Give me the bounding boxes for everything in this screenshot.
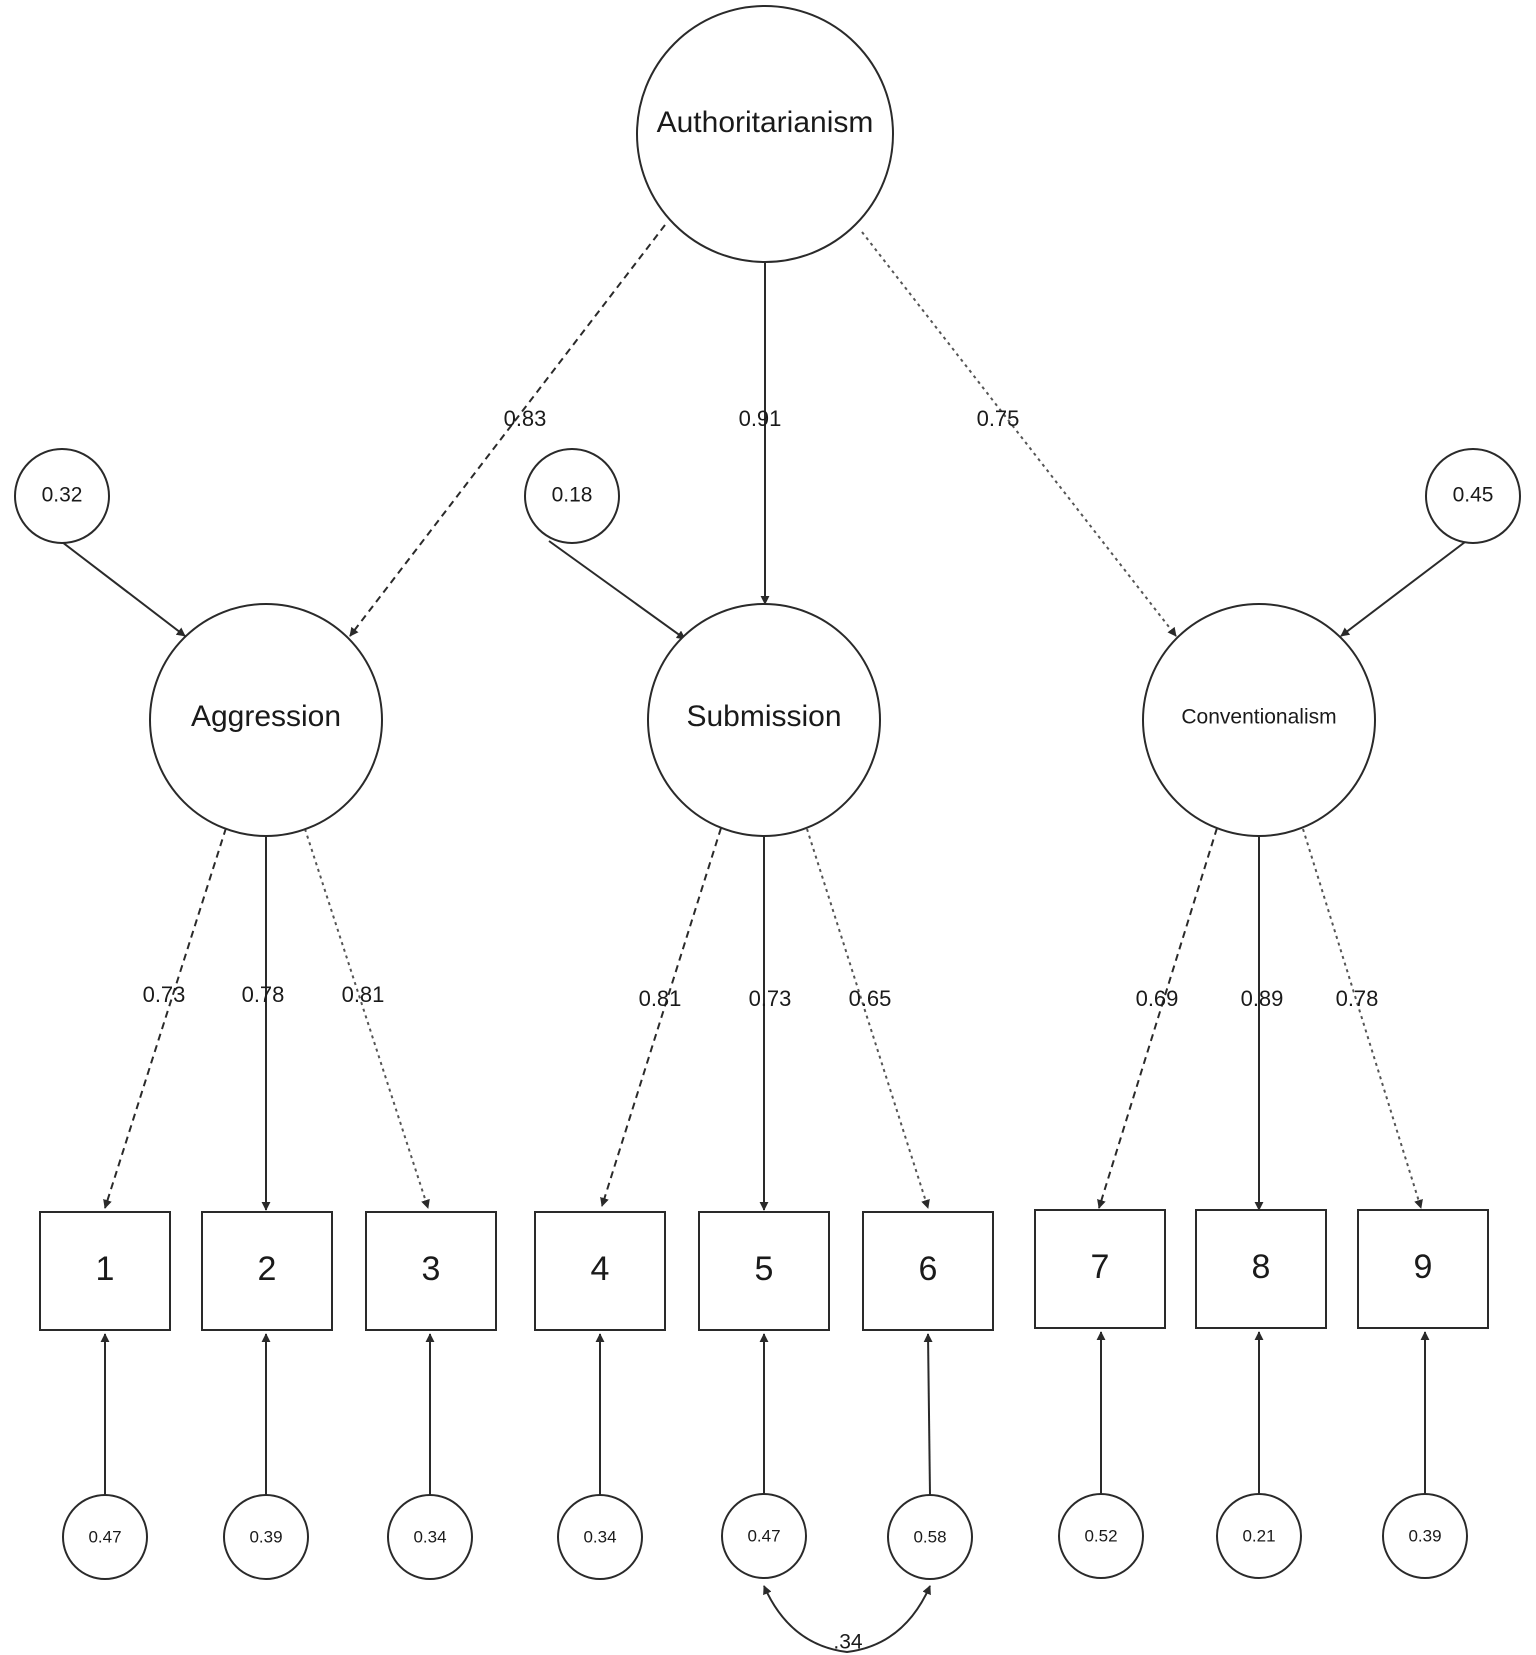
path-residual-aggression xyxy=(61,541,186,637)
item-9-label: 9 xyxy=(1414,1248,1433,1286)
item-5-label: 5 xyxy=(755,1250,774,1288)
path-residual-submission xyxy=(548,540,686,640)
item-6-box xyxy=(862,1211,994,1331)
loading-item-4: 0.81 xyxy=(639,986,682,1011)
error-item-8 xyxy=(1216,1493,1302,1579)
loading-item-7: 0.69 xyxy=(1136,986,1179,1011)
item-3-box xyxy=(365,1211,497,1331)
factor-authoritarianism xyxy=(636,5,894,263)
factor-aggression-label: Aggression xyxy=(191,700,341,733)
error-item-6-label: 0.58 xyxy=(913,1527,946,1546)
loading-authoritarianism-aggression: 0.83 xyxy=(504,406,547,431)
item-4-label: 4 xyxy=(591,1250,610,1288)
path-conventionalism-item-7 xyxy=(1097,827,1218,1209)
error-item-1-label: 0.47 xyxy=(88,1527,121,1546)
path-authoritarianism-conventionalism xyxy=(861,231,1177,637)
error-item-5-label: 0.47 xyxy=(747,1526,780,1545)
loading-item-8: 0.89 xyxy=(1241,986,1284,1011)
error-item-9 xyxy=(1382,1493,1468,1579)
item-7-box xyxy=(1034,1209,1166,1329)
error-item-4 xyxy=(557,1494,643,1580)
item-5-box xyxy=(698,1211,830,1331)
item-2-label: 2 xyxy=(258,1250,277,1288)
item-7-label: 7 xyxy=(1091,1248,1110,1286)
residual-aggression-label: 0.32 xyxy=(42,484,83,507)
residual-conventionalism xyxy=(1425,448,1521,544)
error-item-4-label: 0.34 xyxy=(583,1527,616,1546)
error-item-7 xyxy=(1058,1493,1144,1579)
factor-conventionalism-label: Conventionalism xyxy=(1181,706,1336,729)
item-3-label: 3 xyxy=(422,1250,441,1288)
loading-item-2: 0.78 xyxy=(242,982,285,1007)
loading-authoritarianism-conventionalism: 0.75 xyxy=(977,406,1020,431)
error-item-3 xyxy=(387,1494,473,1580)
error-item-2 xyxy=(223,1494,309,1580)
loading-authoritarianism-submission: 0.91 xyxy=(739,406,782,431)
loading-item-5: 0.73 xyxy=(749,986,792,1011)
residual-aggression xyxy=(14,448,110,544)
factor-submission xyxy=(647,603,881,837)
item-1-box xyxy=(39,1211,171,1331)
error-item-2-label: 0.39 xyxy=(249,1527,282,1546)
item-2-box xyxy=(201,1211,333,1331)
item-4-box xyxy=(534,1211,666,1331)
error-covariance-curve xyxy=(763,1585,931,1654)
item-1-label: 1 xyxy=(96,1250,115,1288)
error-item-5 xyxy=(721,1493,807,1579)
error-covariance-label: .34 xyxy=(833,1631,863,1654)
factor-aggression xyxy=(149,603,383,837)
path-submission-item-4 xyxy=(600,827,722,1207)
residual-submission xyxy=(524,448,620,544)
item-6-label: 6 xyxy=(919,1250,938,1288)
loading-item-3: 0.81 xyxy=(342,982,385,1007)
path-authoritarianism-aggression xyxy=(349,224,666,637)
error-item-7-label: 0.52 xyxy=(1084,1526,1117,1545)
path-aggression-item-3 xyxy=(304,828,430,1209)
factor-authoritarianism-label: Authoritarianism xyxy=(657,106,874,139)
item-8-box xyxy=(1195,1209,1327,1329)
path-residual-conventionalism xyxy=(1340,541,1466,637)
error-item-1 xyxy=(62,1494,148,1580)
path-conventionalism-item-9 xyxy=(1302,828,1423,1209)
residual-submission-label: 0.18 xyxy=(552,484,593,507)
loading-item-9: 0.78 xyxy=(1336,986,1379,1011)
error-item-3-label: 0.34 xyxy=(413,1527,446,1546)
item-9-box xyxy=(1357,1209,1489,1329)
path-submission-item-6 xyxy=(806,828,930,1209)
path-error-item-6 xyxy=(923,1333,933,1496)
loading-item-1: 0.73 xyxy=(143,982,186,1007)
factor-conventionalism xyxy=(1142,603,1376,837)
error-item-6 xyxy=(887,1494,973,1580)
loading-item-6: 0.65 xyxy=(849,986,892,1011)
path-aggression-item-1 xyxy=(103,827,227,1209)
residual-conventionalism-label: 0.45 xyxy=(1453,484,1494,507)
error-item-8-label: 0.21 xyxy=(1242,1526,1275,1545)
factor-submission-label: Submission xyxy=(686,700,841,733)
error-item-9-label: 0.39 xyxy=(1408,1526,1441,1545)
item-8-label: 8 xyxy=(1252,1248,1271,1286)
